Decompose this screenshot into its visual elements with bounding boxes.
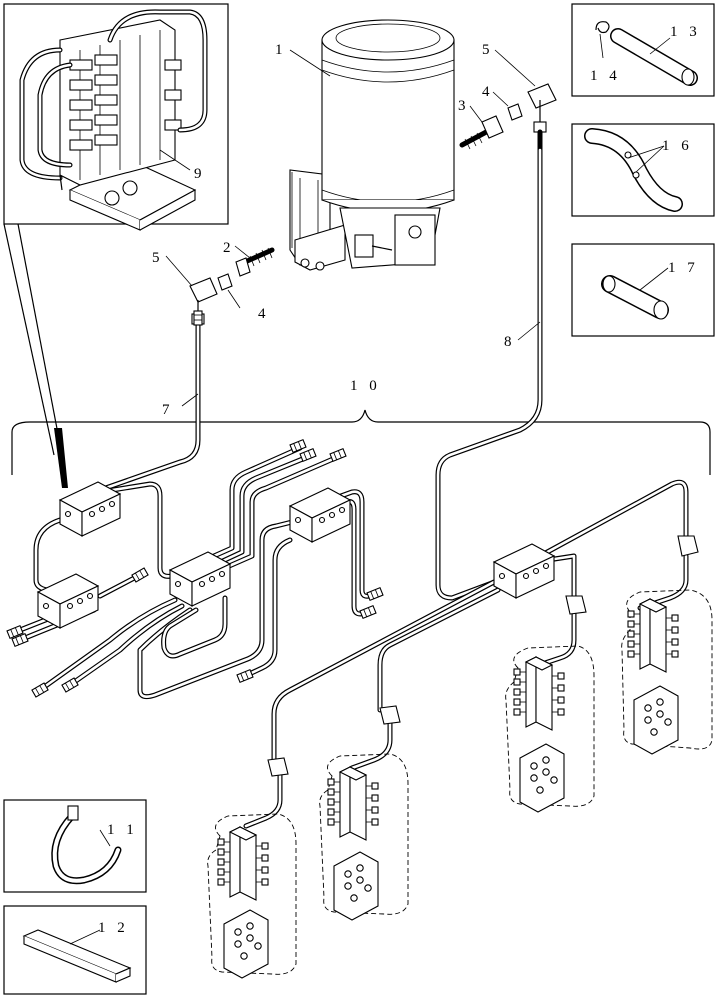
callout-17: 1 7 [668, 260, 699, 276]
callout-3: 3 [458, 98, 470, 114]
callout-4-upper: 4 [482, 84, 494, 100]
callout-14: 1 4 [590, 68, 621, 84]
leader-lines [69, 37, 671, 945]
part-box-11 [3, 799, 147, 893]
callout-4-lower: 4 [258, 306, 270, 322]
part-box-12 [3, 905, 147, 995]
tee-fitting-5-upper [527, 83, 557, 153]
callout-1: 1 [275, 42, 287, 58]
right-elbow-fittings [267, 535, 699, 777]
callout-5-lower: 5 [152, 250, 164, 266]
hose-7 [97, 321, 201, 493]
manifold-block-right-main [493, 543, 555, 599]
part-box-17 [571, 243, 715, 337]
distributor-assembly-far-right [621, 589, 713, 755]
callout-8: 8 [504, 334, 516, 350]
distributor-assembly-right [505, 645, 595, 813]
hose-8 [435, 147, 543, 601]
callout-10: 1 0 [350, 378, 381, 394]
callout-9: 9 [194, 166, 206, 182]
inset-box-manifold [3, 3, 229, 231]
callout-11: 1 1 [107, 822, 138, 838]
callout-12: 1 2 [98, 920, 129, 936]
adapter-fitting-3 [459, 115, 504, 150]
part-box-16 [571, 123, 715, 217]
distributor-assembly-bottom [207, 813, 297, 979]
callout-13: 1 3 [670, 24, 701, 40]
manifold-block-center-1 [169, 551, 231, 607]
callout-5-upper: 5 [482, 42, 494, 58]
manifold-block-center-2 [289, 487, 351, 543]
callout-labels: 1 2 3 4 4 5 5 7 8 9 1 0 1 1 1 2 1 3 1 4 … [98, 24, 701, 936]
grease-pump-reservoir [289, 19, 455, 271]
manifold-block-left-2 [37, 573, 99, 629]
nut-fitting-4-upper [507, 103, 523, 121]
part-box-13-14 [571, 3, 715, 97]
inset-pointer-lines [3, 223, 68, 488]
pressure-relief-fitting-2 [235, 247, 275, 277]
distributor-assembly-center [319, 753, 409, 921]
manifold-block-left-1 [59, 481, 121, 537]
callout-16: 1 6 [662, 138, 693, 154]
nut-fitting-4-lower [217, 273, 233, 291]
right-hose-network [243, 479, 689, 829]
callout-7: 7 [162, 402, 174, 418]
callout-2: 2 [223, 240, 235, 256]
assembly-10-bracket [11, 409, 711, 475]
